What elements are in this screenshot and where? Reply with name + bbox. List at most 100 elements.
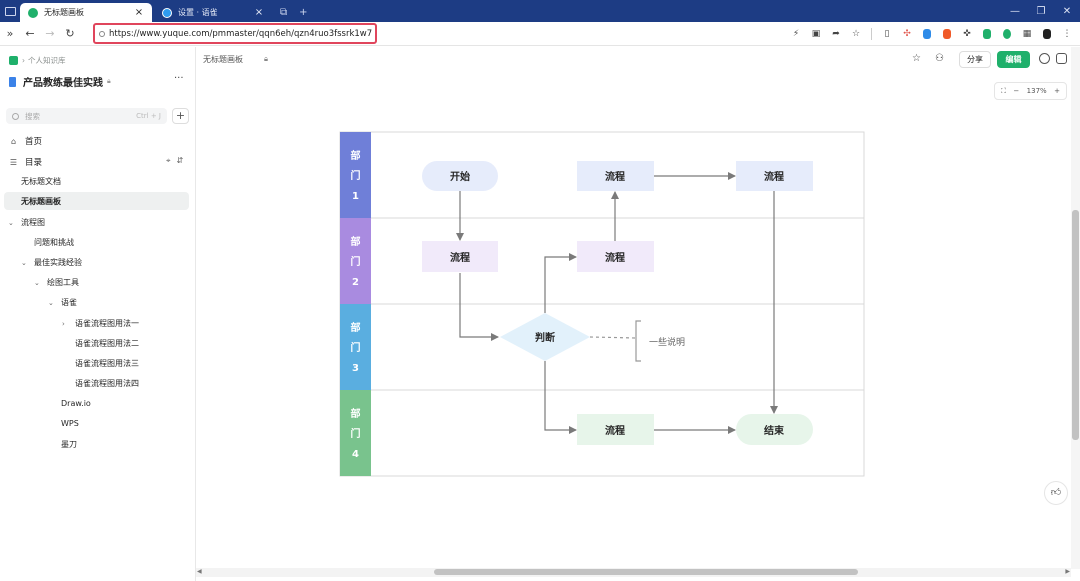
sidebar-item-usage-4[interactable]: 语雀流程图用法四 (75, 379, 139, 388)
green-circle-extension-icon[interactable] (1003, 29, 1011, 39)
lock-icon[interactable]: 🔒︎ (264, 54, 268, 63)
zoom-in-button[interactable]: + (1054, 87, 1060, 95)
breadcrumb[interactable]: › 个人知识库 (9, 55, 66, 66)
fit-screen-icon[interactable]: ⛶ (1001, 86, 1006, 95)
process-node[interactable]: 流程 (422, 241, 498, 272)
close-window-icon[interactable]: ✕ (1062, 5, 1072, 17)
chevron-right-icon: › (22, 56, 25, 65)
collaborator-icon[interactable]: ⚇ (935, 53, 944, 64)
sidebar-item-drawio[interactable]: Draw.io (61, 399, 91, 408)
sidebar-item-best-practice[interactable]: ⌄最佳实践经验 (21, 258, 82, 267)
home-label: 首页 (25, 137, 43, 147)
share-arrow-icon[interactable]: ➦ (832, 29, 840, 39)
star-icon[interactable]: ☆ (912, 53, 921, 64)
close-icon[interactable]: × (254, 7, 264, 18)
reader-icon[interactable]: ▣ (811, 29, 821, 39)
chevron-down-icon[interactable]: ⌄ (34, 278, 40, 287)
decision-node-label: 判断 (535, 331, 555, 344)
sidebar-item-toc[interactable]: ☰ 目录 (9, 156, 42, 169)
new-tab-button[interactable]: + (299, 7, 308, 18)
vertical-scrollbar[interactable] (1071, 47, 1080, 569)
window-menu-icon[interactable] (0, 0, 20, 22)
chevron-down-icon[interactable]: ⌄ (8, 218, 14, 227)
process-node[interactable]: 流程 (577, 161, 654, 191)
sidebar-item-usage-3[interactable]: 语雀流程图用法三 (75, 359, 139, 368)
edit-button[interactable]: 编辑 (997, 51, 1030, 68)
close-icon[interactable]: × (134, 7, 144, 18)
blue-extension-icon[interactable] (923, 29, 931, 39)
scroll-thumb[interactable] (1072, 210, 1079, 440)
breadcrumb-label: 个人知识库 (28, 56, 66, 65)
reload-button[interactable]: ↻ (65, 27, 75, 40)
scroll-left-icon[interactable]: ◀ (197, 568, 202, 575)
process-node[interactable]: 流程 (577, 241, 654, 272)
sidebar-item-drawing-tools[interactable]: ⌄绘图工具 (34, 278, 79, 287)
decision-node[interactable]: 判断 (500, 313, 590, 361)
chevron-down-icon[interactable]: ⌄ (21, 258, 27, 267)
process-node[interactable]: 流程 (577, 414, 654, 445)
sidebar-item-flowchart[interactable]: ⌄流程图 (8, 218, 45, 227)
note-label: 一些说明 (649, 336, 685, 348)
start-node[interactable]: 开始 (422, 161, 498, 191)
qr-code-icon[interactable]: ▦ (1022, 29, 1032, 39)
zoom-control: ⛶ − 137% + (994, 82, 1067, 100)
locate-icon[interactable]: ⌖ (166, 156, 171, 165)
more-icon[interactable]: ··· (174, 73, 184, 84)
pinwheel-extension-icon[interactable]: ✣ (903, 29, 911, 39)
maximize-icon[interactable]: ❐ (1036, 5, 1046, 17)
forward-button[interactable]: → (45, 27, 55, 40)
sidebar-toggle-icon[interactable]: » (6, 27, 14, 40)
chevron-down-icon[interactable]: ⌄ (48, 298, 54, 307)
sidebar-item-yuque[interactable]: ⌄语雀 (48, 298, 77, 307)
tab-untitled-board[interactable]: 无标题画板 × (20, 3, 152, 22)
search-icon (99, 30, 105, 37)
black-extension-icon[interactable] (1043, 29, 1051, 39)
lightning-icon[interactable]: ⚡ (792, 29, 800, 39)
end-node[interactable]: 结束 (736, 414, 813, 445)
search-input[interactable]: 搜索 Ctrl + J (6, 108, 167, 124)
book-title[interactable]: 产品教练最佳实践 🔒︎ (9, 74, 111, 89)
scroll-thumb[interactable] (434, 569, 858, 575)
process-node[interactable]: 流程 (736, 161, 813, 191)
share-button[interactable]: 分享 (959, 51, 991, 68)
zoom-out-button[interactable]: − (1013, 87, 1020, 95)
orange-extension-icon[interactable] (943, 29, 951, 39)
extension-bar: ⚡ ▣ ➦ ☆ ▯ ✣ ✜ ▦ ⋮ ● ☰ (786, 22, 1080, 46)
comment-icon[interactable] (1039, 53, 1050, 64)
address-bar[interactable]: https://www.yuque.com/pmmaster/qqn6eh/qz… (93, 23, 377, 44)
sidebar-item-wps[interactable]: WPS (61, 419, 79, 428)
sidebar-item-usage-2[interactable]: 语雀流程图用法二 (75, 339, 139, 348)
more-vertical-icon[interactable]: ⋮ (1062, 29, 1072, 39)
back-button[interactable]: ← (25, 27, 35, 40)
minimize-icon[interactable]: — (1010, 5, 1020, 17)
tab-group-icon[interactable]: ⧉ (280, 7, 288, 18)
tab-settings[interactable]: 设置 · 语雀 × (154, 3, 272, 22)
panel-icon[interactable] (1056, 53, 1067, 64)
sidebar-item-home[interactable]: ⌂ 首页 (9, 135, 43, 148)
chevron-right-icon[interactable]: › (62, 319, 65, 328)
like-button[interactable]: 👍︎ (1044, 481, 1068, 505)
note-connector (589, 336, 637, 339)
sidebar-item-untitled-board[interactable]: 无标题画板 (21, 197, 61, 206)
sidebar-item-modao[interactable]: 墨刀 (61, 440, 77, 449)
tab-label: 设置 · 语雀 (178, 8, 218, 17)
puzzle-extension-icon[interactable]: ✜ (963, 29, 971, 39)
horizontal-scrollbar[interactable]: ◀ ▶ (196, 568, 1071, 577)
lock-icon: 🔒︎ (107, 77, 111, 85)
scroll-right-icon[interactable]: ▶ (1065, 568, 1070, 575)
bookmark-star-icon[interactable]: ☆ (851, 29, 861, 39)
sidebar-item-problems[interactable]: 问题和挑战 (34, 238, 74, 247)
phone-icon[interactable]: ▯ (884, 29, 890, 39)
green-extension-icon[interactable] (983, 29, 991, 39)
sidebar-item-untitled-doc[interactable]: 无标题文档 (21, 177, 61, 186)
process-node-label: 流程 (450, 251, 470, 264)
sidebar-item-usage-1[interactable]: ›语雀流程图用法一 (62, 319, 139, 328)
collapse-icon[interactable]: ⇵ (176, 156, 184, 165)
add-button[interactable]: + (172, 108, 189, 124)
